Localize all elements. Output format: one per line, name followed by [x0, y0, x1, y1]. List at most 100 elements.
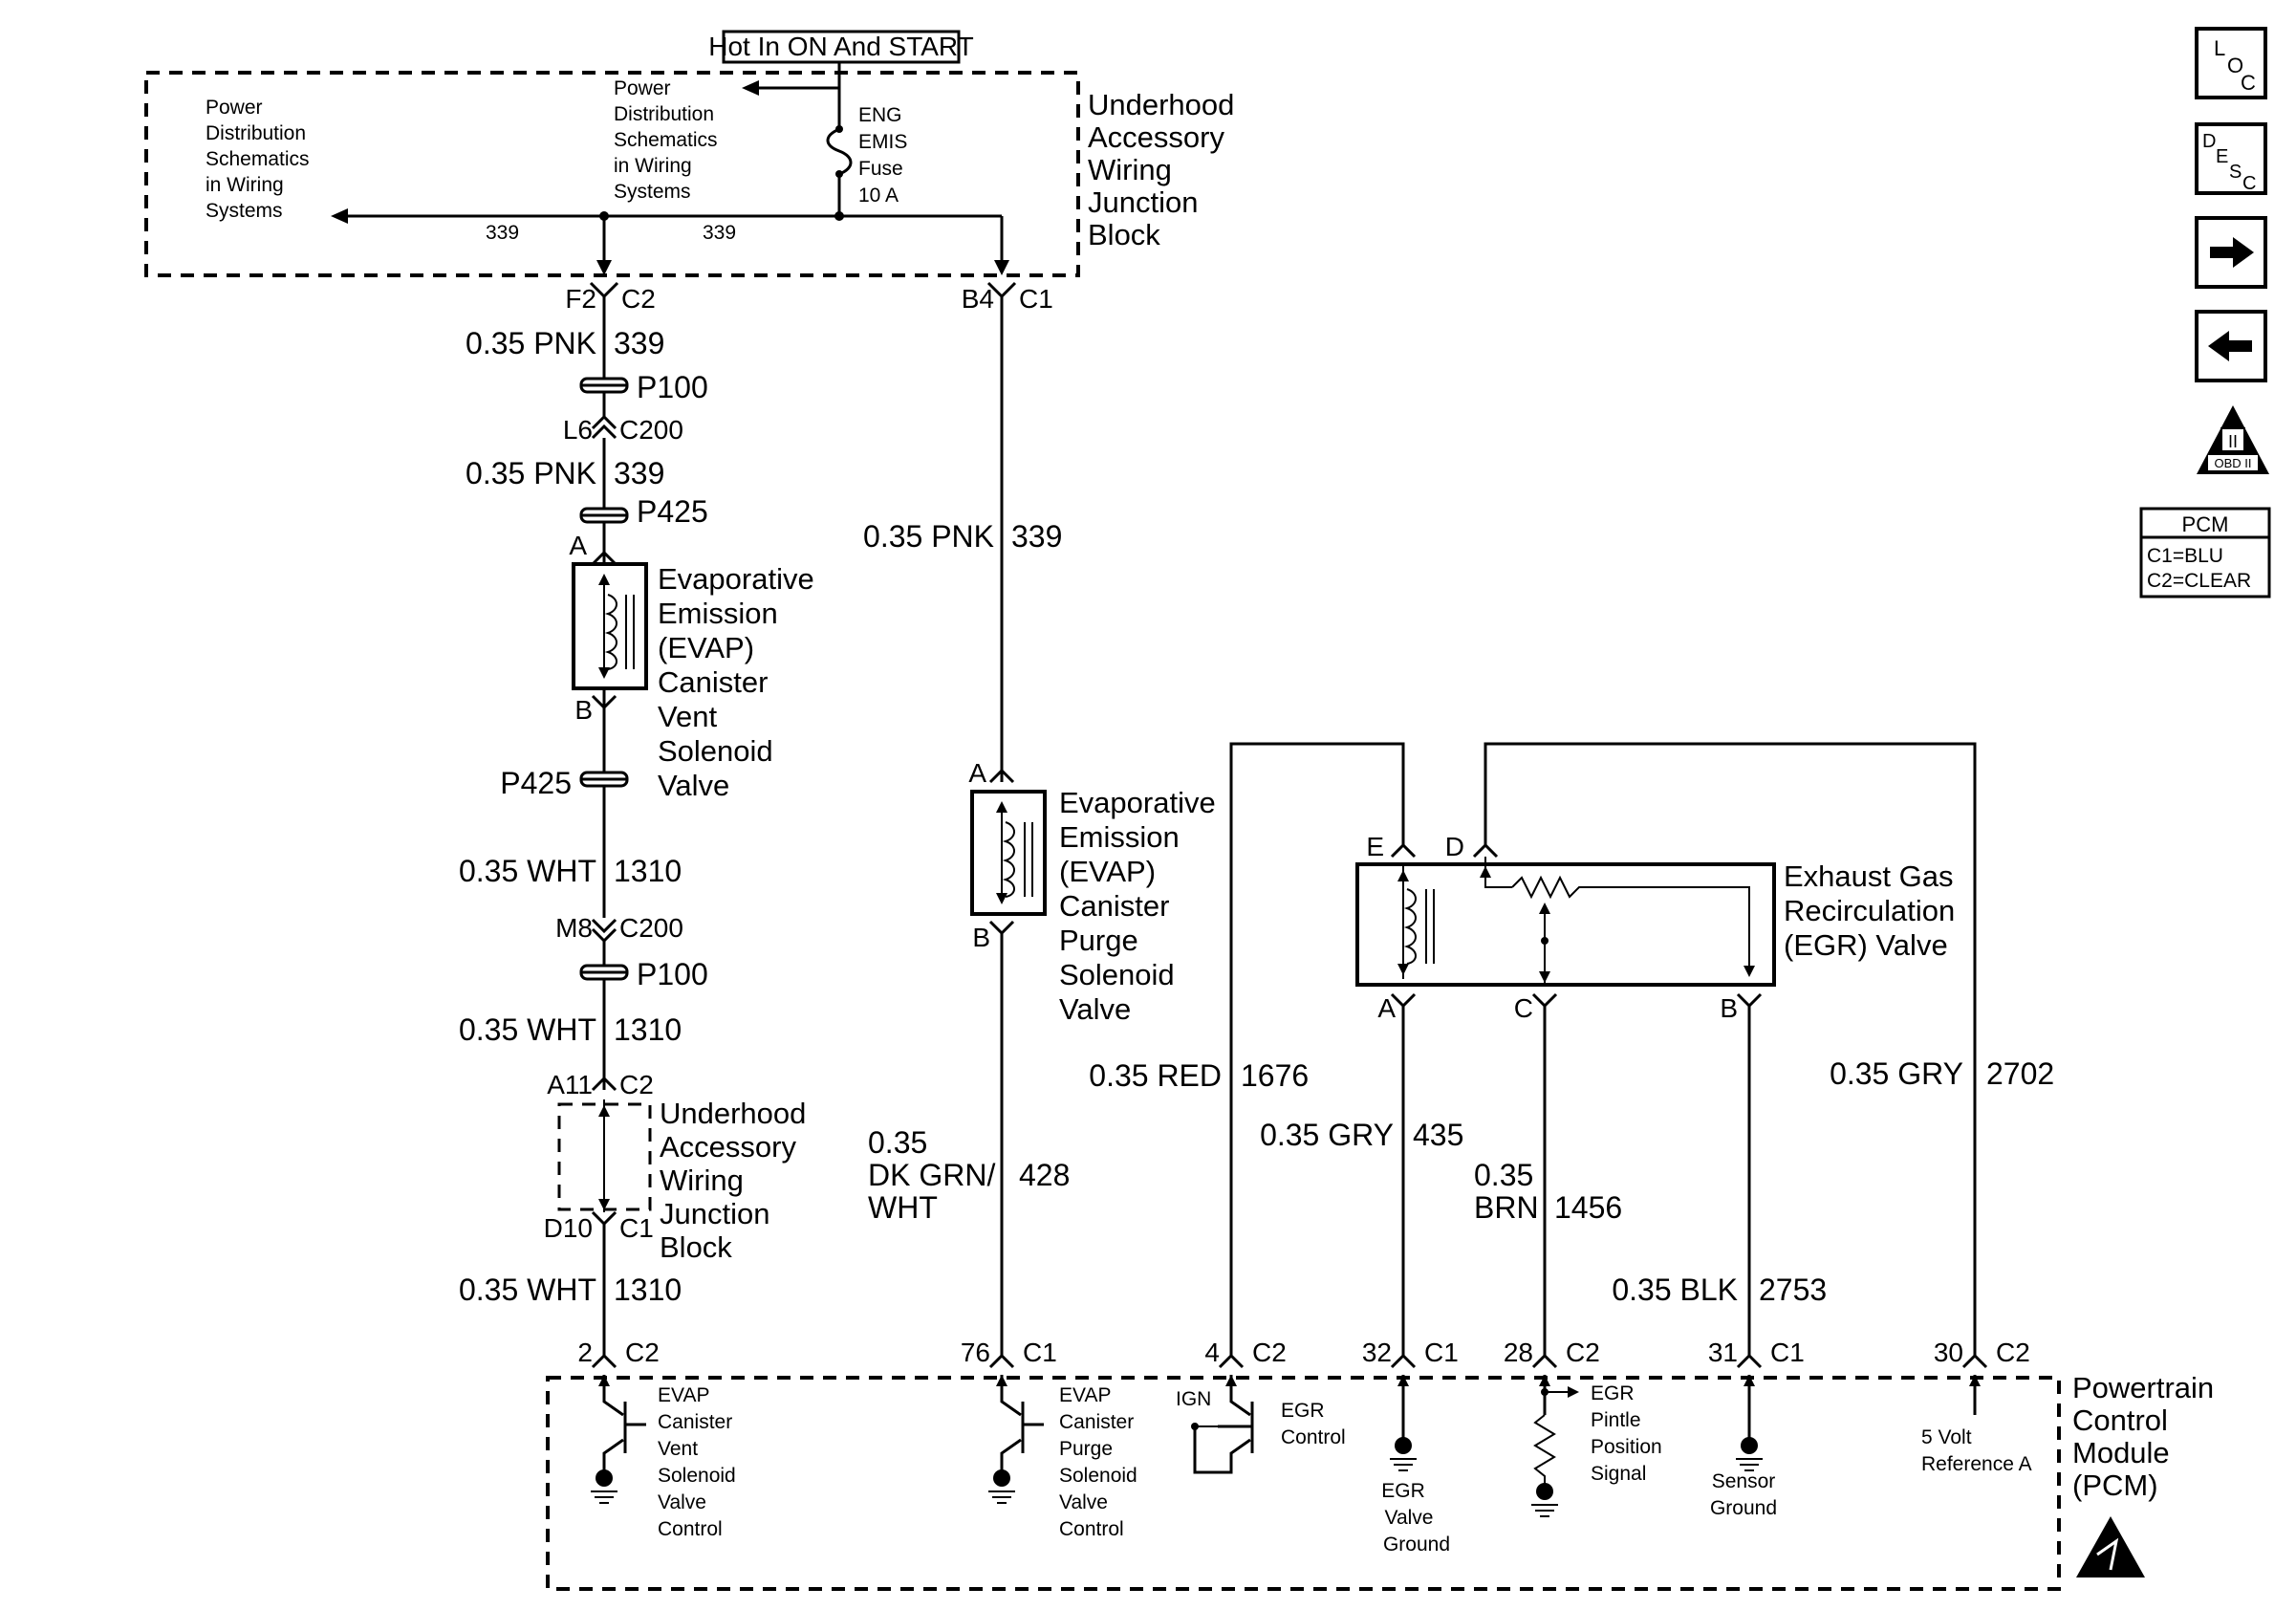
esd-warning-icon [2076, 1516, 2145, 1577]
connector-icon [988, 768, 1015, 784]
conn-label: C1 [1023, 1338, 1057, 1367]
wire-spec: 0.35 [868, 1125, 927, 1160]
wire-num: 1676 [1241, 1058, 1309, 1093]
ign-label: IGN [1176, 1388, 1211, 1410]
vent-solenoid-icon [572, 562, 648, 690]
pcm-func-text: Solenoid [658, 1465, 736, 1487]
block-name-text: Underhood [1088, 88, 1234, 121]
prev-page-button[interactable] [2195, 310, 2267, 382]
valve-text: (EVAP) [1059, 855, 1156, 888]
wire-spec: 0.35 GRY [1260, 1118, 1394, 1152]
valve-text: Emission [1059, 820, 1180, 854]
conn-label: C2 [625, 1338, 660, 1367]
wire-spec: 0.35 WHT [459, 1012, 596, 1047]
pcm-func-text: Position [1591, 1436, 1662, 1458]
junction-text: Accessory [660, 1130, 796, 1164]
conn-label: C1 [1424, 1338, 1459, 1367]
valve-text: Evaporative [658, 562, 814, 596]
egr-driver-transistor-icon [1191, 1375, 1254, 1474]
connector-icon [591, 1210, 617, 1227]
connector-icon [1472, 842, 1499, 859]
ref-text: Schematics [614, 129, 718, 151]
pin-number: 31 [1708, 1338, 1738, 1367]
valve-text: (EVAP) [658, 631, 754, 664]
block-name-text: Wiring [1088, 153, 1172, 186]
hot-label-box [722, 30, 961, 64]
connector-icon [1390, 842, 1417, 859]
pin-number: 4 [1204, 1338, 1220, 1367]
wire-num: 1310 [614, 1012, 682, 1047]
splice-label: P425 [500, 766, 572, 800]
pcm-func-text: 5 Volt [1921, 1426, 1972, 1448]
desc-button[interactable]: D E S C [2195, 122, 2267, 195]
connector-icon [988, 920, 1015, 936]
obd-ii-button[interactable]: II OBD II [2197, 405, 2269, 474]
sensor-ground-icon [1736, 1375, 1763, 1471]
egr-valve-label: Exhaust Gas Recirculation (EGR) Valve [1784, 859, 1955, 962]
egr-ground-label: EGR Valve Ground [1381, 1480, 1450, 1556]
reference-icon [1969, 1375, 1981, 1415]
splice-p100-top [579, 377, 629, 394]
inline-connector-icon [591, 918, 617, 944]
arrow-right-icon [2210, 237, 2254, 268]
pcm-func-text: Purge [1059, 1438, 1113, 1460]
conn-c200: C200 [619, 913, 683, 943]
next-page-button[interactable] [2195, 216, 2267, 289]
wire-spec: 0.35 BLK [1612, 1273, 1738, 1307]
conn-c1: C1 [619, 1213, 654, 1243]
valve-text: Vent [658, 700, 717, 733]
pcm-func-text: Sensor [1712, 1470, 1776, 1492]
coil-icon [604, 594, 617, 670]
pin-a11: A11 [547, 1070, 593, 1099]
wire-num: 435 [1413, 1118, 1463, 1152]
wire-num: 2702 [1986, 1056, 2054, 1091]
pin-e: E [1366, 832, 1384, 861]
pin-d: D [1445, 832, 1464, 861]
splice-label: P425 [637, 494, 708, 529]
splice-p425-bottom [579, 771, 629, 788]
egr-valve-box [1355, 862, 1776, 987]
conn-c200: C200 [619, 415, 683, 445]
valve-text: Evaporative [1059, 786, 1216, 819]
wire-spec: 0.35 GRY [1830, 1056, 1963, 1091]
conn-label: C1 [1770, 1338, 1805, 1367]
connector-icon [591, 550, 617, 566]
loc-button[interactable]: L O C [2195, 27, 2267, 99]
connector-icon [1736, 992, 1763, 1009]
pin-l6: L6 [563, 415, 593, 445]
ref-text: Systems [206, 200, 283, 222]
wire-num: 428 [1019, 1158, 1070, 1192]
conn-label: C2 [1996, 1338, 2030, 1367]
vent-control-label: EVAP Canister Vent Solenoid Valve Contro… [658, 1384, 736, 1540]
valve-text: Solenoid [658, 734, 773, 768]
pcm-func-text: Canister [1059, 1411, 1134, 1433]
conn-label: C2 [1566, 1338, 1600, 1367]
egr-text: Recirculation [1784, 894, 1955, 927]
wire-spec: 0.35 WHT [459, 854, 596, 888]
purge-driver-transistor-icon [988, 1375, 1044, 1504]
pin-d10: D10 [544, 1213, 593, 1243]
vent-driver-transistor-icon [591, 1375, 646, 1504]
wire-num: 1456 [1554, 1190, 1622, 1225]
purge-control-label: EVAP Canister Purge Solenoid Valve Contr… [1059, 1384, 1137, 1540]
loc-letter: O [2227, 54, 2243, 77]
pcm-connector-legend: PCM C1=BLU C2=CLEAR [2139, 507, 2271, 598]
fuse-text: Fuse [858, 158, 903, 180]
pcm-func-text: EGR [1281, 1400, 1325, 1422]
block-name-text: Junction [1088, 185, 1198, 219]
wire-num: 1310 [614, 1273, 682, 1307]
splice-p100-bottom [579, 964, 629, 981]
pcm-pin-4: 4 C2 [1204, 1338, 1287, 1369]
splice-p425-top [579, 507, 629, 524]
purge-solenoid-icon [970, 790, 1047, 916]
pin-m8: M8 [555, 913, 593, 943]
pcm-pin-30: 30 C2 [1934, 1338, 2030, 1369]
junction-text: Block [660, 1230, 732, 1264]
ref-text: Power [614, 77, 671, 99]
hot-label: Hot In ON And START [708, 32, 974, 61]
ref-text: Systems [614, 181, 691, 203]
connector-icon [591, 694, 617, 710]
conn-c2: C2 [619, 1070, 654, 1099]
pcm-text: Module [2072, 1436, 2170, 1469]
